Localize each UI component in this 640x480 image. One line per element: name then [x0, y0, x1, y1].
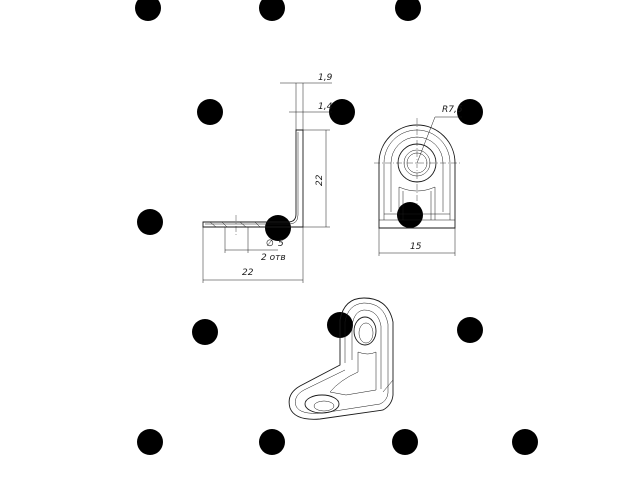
- dim-radius: R7,5: [442, 105, 463, 115]
- dim-width: 15: [410, 242, 422, 252]
- isometric-view: [288, 297, 394, 420]
- dim-hole-symbol: ∅: [266, 239, 274, 249]
- dim-length: 22: [242, 268, 254, 278]
- dim-hole-count: 2 отв: [261, 253, 286, 263]
- dim-thickness-inner: 1,4: [318, 102, 333, 112]
- dim-height: 22: [315, 174, 325, 186]
- side-view: 1,9 1,4 22 ∅ 5 2 отв 22: [202, 73, 333, 283]
- front-view: R7,5 15: [374, 105, 463, 256]
- watermark-logos: [135, 0, 538, 455]
- dim-hole-diameter: 5: [278, 239, 284, 249]
- dim-thickness-outer: 1,9: [318, 73, 333, 83]
